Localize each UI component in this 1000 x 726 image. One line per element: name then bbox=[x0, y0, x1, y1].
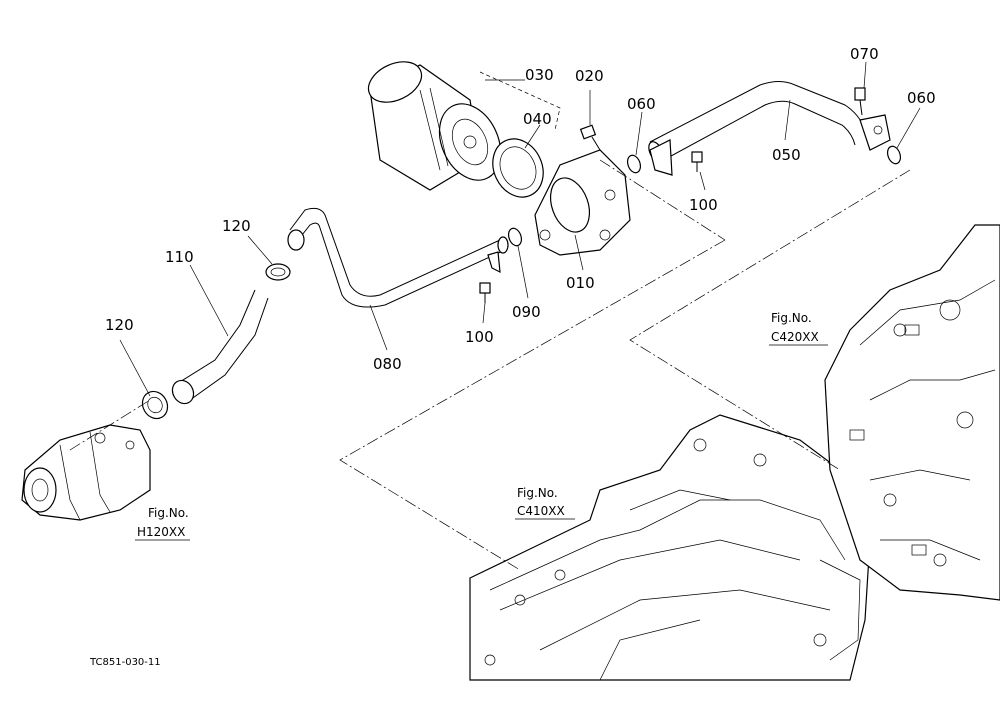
transmission-housing bbox=[469, 414, 871, 681]
callout-100-b: 100 bbox=[465, 328, 494, 346]
ref-h120-line2: H120XX bbox=[137, 525, 185, 539]
callout-050: 050 bbox=[772, 146, 801, 164]
ref-c420-line2: C420XX bbox=[771, 330, 819, 344]
callout-100-a: 100 bbox=[689, 196, 718, 214]
filter-head bbox=[534, 149, 631, 256]
callout-060-b: 060 bbox=[907, 89, 936, 107]
figure-reference-c410: Fig.No. C410XX bbox=[515, 486, 575, 520]
callout-labels: 030 040 020 060 050 070 060 100 010 090 … bbox=[105, 45, 936, 373]
leader-lines bbox=[119, 61, 921, 397]
drawing-code: TC851-030-11 bbox=[89, 657, 161, 668]
hose-110 bbox=[171, 289, 269, 405]
gasket bbox=[492, 138, 544, 198]
callout-030: 030 bbox=[525, 66, 554, 84]
bolt-100-a bbox=[691, 151, 703, 172]
rear-housing bbox=[824, 224, 1000, 601]
o-ring-060-a bbox=[626, 154, 642, 174]
bolt-020 bbox=[579, 124, 601, 151]
pipe-050 bbox=[648, 81, 891, 176]
callout-120-b: 120 bbox=[105, 316, 134, 334]
ref-h120-line1: Fig.No. bbox=[148, 506, 189, 520]
bolt-070 bbox=[854, 87, 866, 116]
phantom-lines bbox=[69, 71, 911, 571]
pipe-080 bbox=[287, 207, 509, 308]
o-ring-090 bbox=[507, 227, 523, 247]
figure-reference-c420: Fig.No. C420XX bbox=[769, 311, 828, 346]
bolt-100-b bbox=[479, 282, 491, 303]
callout-090: 090 bbox=[512, 303, 541, 321]
callout-110: 110 bbox=[165, 248, 194, 266]
callout-060-a: 060 bbox=[627, 95, 656, 113]
callout-070: 070 bbox=[850, 45, 879, 63]
clamp-120-a bbox=[265, 263, 291, 281]
ref-c410-line2: C410XX bbox=[517, 504, 565, 518]
callout-040: 040 bbox=[523, 110, 552, 128]
clamp-120-b bbox=[141, 390, 169, 420]
callout-120-a: 120 bbox=[222, 217, 251, 235]
figure-reference-h120: Fig.No. H120XX bbox=[135, 506, 190, 541]
o-ring-060-b bbox=[886, 145, 902, 165]
callout-080: 080 bbox=[373, 355, 402, 373]
ref-c410-line1: Fig.No. bbox=[517, 486, 558, 500]
ref-c420-line1: Fig.No. bbox=[771, 311, 812, 325]
callout-020: 020 bbox=[575, 67, 604, 85]
callout-010: 010 bbox=[566, 274, 595, 292]
hydraulic-pump bbox=[21, 424, 151, 521]
oil-filter bbox=[367, 61, 502, 191]
